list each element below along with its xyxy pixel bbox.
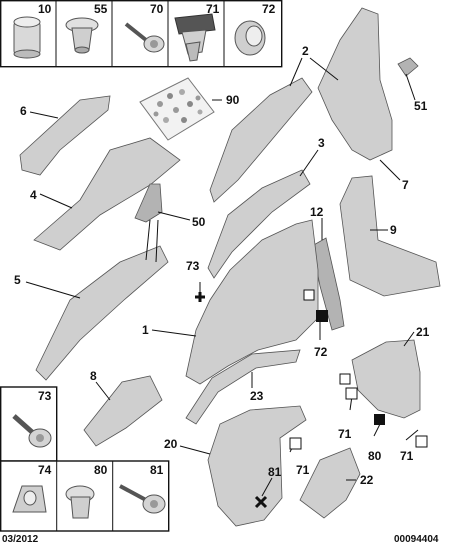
part-9-pillar-lower xyxy=(339,175,441,297)
callouts: 90 6 2 51 3 7 4 50 12 9 73 5 1 72 21 8 2… xyxy=(14,44,430,487)
box-label-81: 81 xyxy=(150,463,164,477)
box-label-80: 80 xyxy=(94,463,108,477)
grommet-icon xyxy=(234,20,266,56)
callout-1: 1 xyxy=(142,323,149,337)
box-label-73: 73 xyxy=(38,389,52,403)
white-square-marker xyxy=(303,289,315,301)
part-21-wheel-arch-liner xyxy=(351,339,421,419)
part-90-fastener-kit xyxy=(139,77,215,141)
part-8-reinforcement xyxy=(83,375,163,447)
screw-icon xyxy=(124,22,165,53)
box-label-74: 74 xyxy=(38,463,52,477)
part-50-bracket xyxy=(134,183,163,223)
white-square-marker xyxy=(289,437,302,450)
self-tapping-screw-icon xyxy=(119,484,166,514)
callout-7: 7 xyxy=(402,178,409,192)
part-1-front-wing xyxy=(185,219,319,385)
part-7-front-pillar xyxy=(317,7,393,161)
cross-marker xyxy=(195,292,205,302)
callout-71-c: 71 xyxy=(296,463,310,477)
part-3-wing-lining xyxy=(207,169,311,279)
callout-20: 20 xyxy=(164,437,178,451)
callout-50: 50 xyxy=(192,215,206,229)
rivet-nut-icon xyxy=(65,485,95,519)
top-fastener-boxes: 10 55 70 71 72 xyxy=(0,0,283,68)
leader-lines xyxy=(25,57,419,497)
box-label-10: 10 xyxy=(38,2,52,16)
box-label-55: 55 xyxy=(94,2,108,16)
black-square-marker xyxy=(374,414,385,425)
part-20-wheel-arch-liner xyxy=(207,405,307,527)
callout-5: 5 xyxy=(14,273,21,287)
callout-90: 90 xyxy=(226,93,240,107)
markers xyxy=(195,289,428,509)
part-5-longeron xyxy=(35,245,169,381)
callout-72: 72 xyxy=(314,345,328,359)
bolt-icon xyxy=(12,414,52,448)
callout-8: 8 xyxy=(90,369,97,383)
footer-date: 03/2012 xyxy=(2,534,39,545)
callout-9: 9 xyxy=(390,223,397,237)
part-22-shield xyxy=(299,447,361,519)
white-square-marker xyxy=(415,435,428,448)
part-51-bracket xyxy=(397,57,419,77)
box-label-71: 71 xyxy=(206,2,220,16)
callout-2: 2 xyxy=(302,44,309,58)
bushing-icon xyxy=(13,16,41,59)
part-6-rail xyxy=(19,95,111,176)
nut-icon xyxy=(65,17,99,54)
part-4-apron xyxy=(33,137,181,251)
callout-23: 23 xyxy=(250,389,264,403)
callout-51: 51 xyxy=(414,99,428,113)
callout-4: 4 xyxy=(30,188,37,202)
box-label-72: 72 xyxy=(262,2,276,16)
callout-81: 81 xyxy=(268,465,282,479)
callout-3: 3 xyxy=(318,136,325,150)
callout-12: 12 xyxy=(310,205,324,219)
black-square-marker xyxy=(316,310,328,322)
footer-reference: 00094404 xyxy=(394,534,439,545)
callout-80: 80 xyxy=(368,449,382,463)
box-label-70: 70 xyxy=(150,2,164,16)
callout-21: 21 xyxy=(416,325,430,339)
part-23-arch-trim xyxy=(185,349,301,425)
callout-71-a: 71 xyxy=(338,427,352,441)
body-parts xyxy=(19,7,441,527)
callout-71-b: 71 xyxy=(400,449,414,463)
part-12-bracket xyxy=(311,237,345,331)
callout-6: 6 xyxy=(20,104,27,118)
white-square-marker xyxy=(345,387,358,400)
bottom-fastener-boxes: 73 74 80 81 xyxy=(0,386,170,532)
callout-22: 22 xyxy=(360,473,374,487)
clip-icon xyxy=(174,13,216,62)
cross-marker xyxy=(254,495,268,509)
plate-icon xyxy=(12,485,47,513)
callout-73: 73 xyxy=(186,259,200,273)
white-square-marker xyxy=(339,373,351,385)
part-2-wing-lining xyxy=(209,77,313,203)
